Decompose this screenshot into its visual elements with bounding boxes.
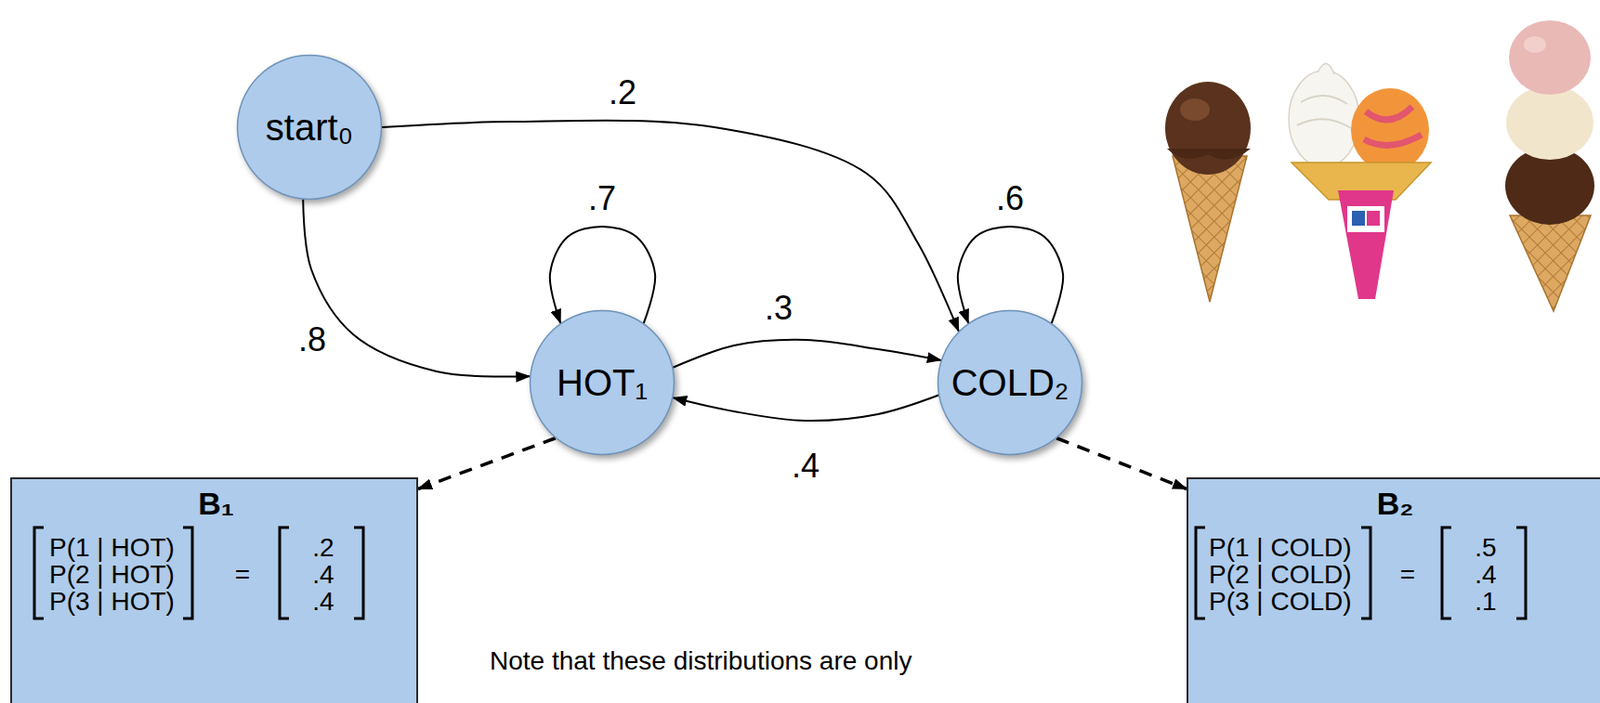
emission-arrow [1056, 438, 1187, 490]
matrix-entry: P(2 | HOT) [49, 562, 175, 589]
emission-box: B₁P(1 | HOT)P(2 | HOT)P(3 | HOT)=.2.4.4 [10, 477, 419, 703]
ice-cream-cone [1165, 81, 1251, 302]
box-heading: B₁ [12, 487, 420, 520]
probability-value: .4 [1474, 562, 1496, 589]
state-name: COLD₂ [951, 364, 1070, 402]
transition-arrow [302, 199, 530, 378]
emission-box: B₂ P(1 | COLD)P(2 | COLD)P(3 | COLD) = .5.4… [1186, 477, 1600, 703]
equals-sign: = [1400, 562, 1416, 589]
matrix-entry: P(1 | COLD) [1208, 535, 1352, 562]
ice-cream-cone [1505, 20, 1595, 312]
note-text: Note that these distributions are only [489, 648, 912, 675]
probability-value: .5 [1474, 535, 1496, 562]
transition-probability: .7 [584, 182, 620, 216]
transition-arrow [672, 340, 942, 368]
box-fill [1186, 477, 1600, 703]
emission-arrow [418, 438, 556, 490]
ice-cream-cone [1288, 63, 1431, 300]
transition-arrow [957, 226, 1063, 324]
state-circle: COLD₂ [936, 309, 1084, 457]
matrix-entry: P(2 | COLD) [1208, 562, 1352, 589]
matrix-entry: P(3 | COLD) [1208, 589, 1352, 616]
matrix-entry: P(3 | HOT) [49, 589, 175, 616]
transition-probability: .3 [760, 291, 797, 326]
equals-sign: = [235, 562, 250, 589]
probability-value: .4 [312, 562, 334, 589]
transition-arrow [381, 120, 959, 332]
state-name: HOT₁ [556, 364, 648, 402]
transition-arrow [672, 395, 939, 422]
transition-probability: .6 [992, 182, 1028, 216]
transition-arrow [550, 226, 656, 324]
box-heading: B₂ [1188, 487, 1600, 520]
start-circle: start₀ [236, 53, 383, 201]
transition-probability: .2 [604, 76, 641, 110]
matrix-entry: P(1 | HOT) [49, 535, 175, 562]
matrix-brackets [34, 527, 1526, 619]
probability-value: .4 [312, 589, 334, 616]
state-name: start₀ [265, 108, 354, 146]
state-circle: HOT₁ [528, 309, 676, 457]
probability-value: .1 [1474, 589, 1496, 616]
transition-probability: .4 [787, 449, 824, 484]
probability-value: .2 [312, 535, 334, 562]
transition-probability: .8 [294, 323, 330, 357]
